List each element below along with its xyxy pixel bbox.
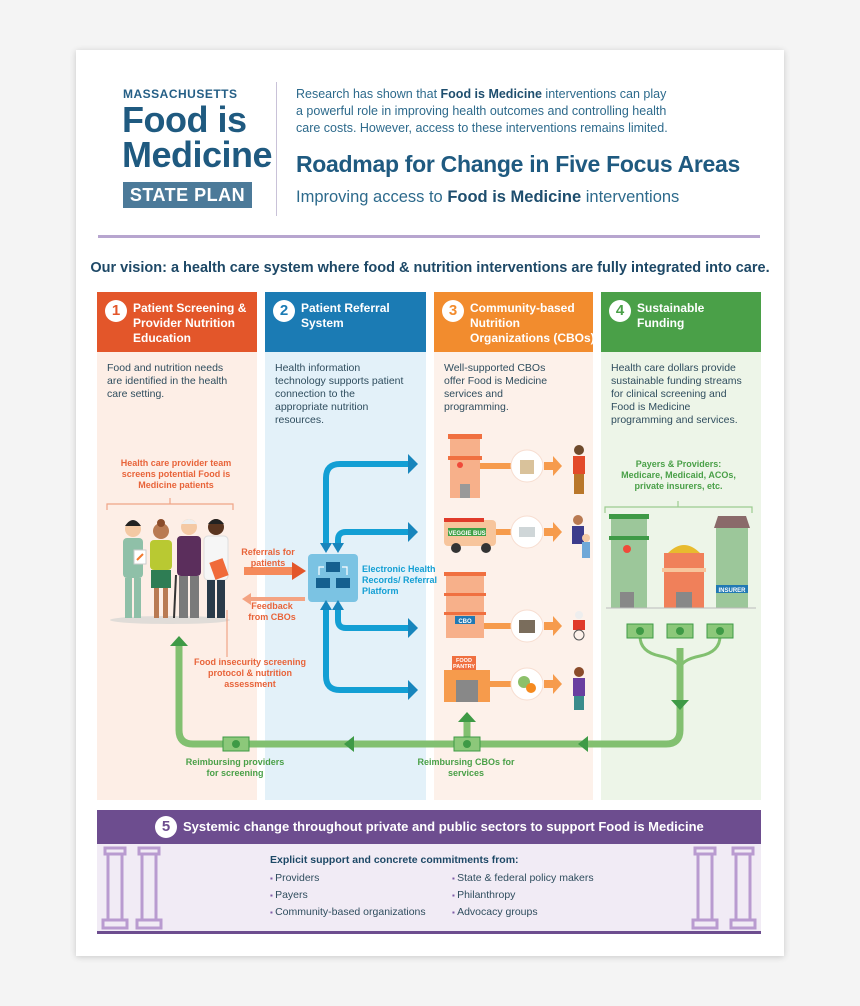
flow-diagram: VEGGIE BUS CBO FOOD PANTRY [106, 434, 756, 752]
list-item: Payers [270, 887, 426, 904]
intro-bold: Food is Medicine [440, 87, 542, 101]
intro-text: care costs. However, access to these int… [296, 121, 668, 135]
column-header: 2 Patient Referral System [265, 292, 426, 352]
food-pantry-row: FOOD PANTRY [444, 656, 585, 710]
pantry-sign: PANTRY [453, 664, 475, 670]
provider-team-label: Health care provider team screens potent… [120, 458, 232, 490]
column-description: Well-supported CBOs offer Food is Medici… [444, 362, 548, 413]
payers-bracket [604, 501, 753, 513]
list-item: Philanthropy [452, 887, 594, 904]
column-patient-referral: 2 Patient Referral System Health informa… [265, 292, 426, 800]
logo-title-line2: Medicine [122, 134, 273, 175]
insurer-sign: INSURER [718, 588, 746, 594]
state-label: MASSACHUSETTS [123, 87, 238, 101]
funding-tributaries [638, 635, 722, 671]
money-icons [222, 623, 734, 752]
supporters-list-right: State & federal policy makers Philanthro… [452, 870, 594, 921]
section-systemic-change: 5 Systemic change throughout private and… [97, 810, 761, 934]
provider-team-illustration [110, 519, 230, 624]
arrowheads [320, 454, 418, 700]
cbo-clinic-row [448, 434, 585, 498]
ehr-label: Electronic Health Records/ Referral Plat… [362, 564, 438, 596]
list-item: Advocacy groups [452, 904, 594, 921]
column-title: Patient Screening & Provider Nutrition E… [133, 301, 247, 345]
roadmap-title: Roadmap for Change in Five Focus Areas [296, 151, 741, 177]
logo-title: Food is Medicine [122, 99, 273, 175]
veggie-bus-row: VEGGIE BUS [444, 515, 590, 558]
column-title: Sustainable Funding [637, 301, 705, 330]
section5-title: Systemic change throughout private and p… [183, 819, 704, 834]
vision-statement: Our vision: a health care system where f… [90, 260, 770, 276]
logo-title-line1: Food is [122, 99, 247, 140]
cbo-building-row: CBO [444, 572, 585, 643]
step-number: 5 [155, 816, 177, 838]
feedback-label: Feedback from CBOs [248, 601, 296, 622]
referrals-label: Referrals for patients [241, 547, 295, 568]
pillar-icons [101, 846, 757, 930]
ehr-platform-icon [308, 554, 358, 602]
infographic-page: MASSACHUSETTS Food is Medicine STATE PLA… [76, 50, 784, 956]
pantry-sign: FOOD [456, 658, 472, 664]
column-description: Health information technology supports p… [275, 362, 404, 426]
step-number: 3 [442, 300, 464, 322]
list-item: State & federal policy makers [452, 870, 594, 887]
subtitle-text: interventions [581, 188, 680, 206]
state-plan-badge: STATE PLAN [123, 182, 252, 208]
cbo-sign: CBO [458, 619, 472, 625]
funding-arrowheads [170, 636, 689, 752]
step-number: 1 [105, 300, 127, 322]
provider-bracket [106, 498, 234, 510]
veggie-bus-sign: VEGGIE BUS [448, 531, 485, 537]
section5-header: 5 Systemic change throughout private and… [97, 810, 761, 844]
reimburse-providers-label: Reimbursing providers for screening [185, 757, 285, 778]
intro-text: interventions can play [541, 87, 667, 101]
payer-buildings: INSURER [606, 514, 756, 609]
list-item: Providers [270, 870, 426, 887]
reimburse-cbos-label: Reimbursing CBOs for services [417, 757, 515, 778]
step-number: 2 [273, 300, 295, 322]
ehr-routing-arrows [323, 461, 408, 693]
section5-intro: Explicit support and concrete commitment… [270, 854, 519, 866]
subtitle-bold: Food is Medicine [447, 188, 582, 206]
intro-paragraph: Research has shown that Food is Medicine… [296, 86, 696, 137]
column-title: Patient Referral System [301, 301, 390, 330]
column-header: 3 Community-based Nutrition Organization… [434, 292, 595, 352]
referrals-arrow [244, 562, 306, 580]
feedback-arrow [242, 593, 305, 605]
payers-label: Payers & Providers: Medicare, Medicaid, … [621, 459, 736, 491]
intro-text: a powerful role in improving health outc… [296, 104, 667, 118]
intro-text: Research has shown that [296, 87, 441, 101]
column-description: Food and nutrition needs are identified … [107, 362, 228, 400]
list-item: Community-based organizations [270, 904, 426, 921]
header-divider [276, 82, 277, 216]
roadmap-subtitle: Improving access to Food is Medicine int… [296, 188, 679, 207]
section5-baseline [97, 931, 761, 934]
column-header: 4 Sustainable Funding [601, 292, 761, 352]
step-number: 4 [609, 300, 631, 322]
pillars-decoration [101, 846, 757, 930]
supporters-list-left: Providers Payers Community-based organiz… [270, 870, 426, 921]
subtitle-text: Improving access to [296, 188, 448, 206]
screening-label: Food insecurity screening protocol & nut… [193, 657, 307, 689]
column-title: Community-based Nutrition Organizations … [470, 301, 595, 345]
header-rule [98, 235, 760, 238]
column-header: 1 Patient Screening & Provider Nutrition… [97, 292, 257, 352]
column-description: Health care dollars provide sustainable … [611, 362, 742, 426]
